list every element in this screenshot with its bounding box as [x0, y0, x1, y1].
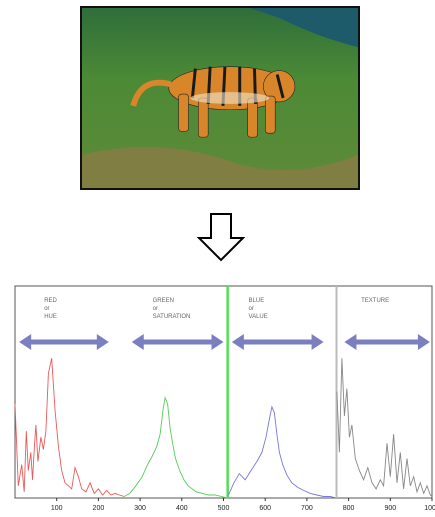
- region-label-4-line-1: TEXTURE: [361, 298, 389, 304]
- x-tick-label-9: 900: [384, 505, 396, 512]
- region-label-3-line-1: BLUE: [249, 298, 265, 304]
- plot-frame: [14, 285, 433, 499]
- x-tick-label-4: 400: [176, 505, 188, 512]
- region-label-2-line-2: or: [153, 306, 158, 312]
- range-arrow-left-head-3: [231, 334, 244, 350]
- range-arrow-right-head-2: [211, 334, 224, 350]
- range-arrow-left-head-1: [19, 334, 32, 350]
- region-label-1-line-1: RED: [44, 298, 57, 304]
- region-label-3-line-3: VALUE: [249, 314, 268, 320]
- range-arrow-right-head-4: [417, 334, 430, 350]
- series-line-3: [228, 405, 337, 499]
- region-label-1-line-2: or: [44, 306, 49, 312]
- range-arrow-left-head-4: [344, 334, 357, 350]
- region-label-2-line-3: SATURATION: [153, 314, 191, 320]
- tiger-photo: [80, 6, 360, 190]
- region-label-1-line-3: HUE: [44, 314, 57, 320]
- series-line-4: [336, 358, 433, 497]
- series-line-2: [124, 396, 228, 499]
- x-tick-label-10: 1000: [424, 505, 435, 512]
- down-arrow-icon: [196, 212, 246, 262]
- x-tick-label-5: 500: [218, 505, 230, 512]
- x-tick-label-6: 600: [259, 505, 271, 512]
- x-tick-label-7: 700: [301, 505, 313, 512]
- x-tick-label-3: 300: [134, 505, 146, 512]
- range-arrow-right-head-1: [96, 334, 109, 350]
- region-label-3-line-2: or: [249, 306, 254, 312]
- range-arrow-left-head-2: [131, 334, 144, 350]
- x-tick-label-8: 800: [343, 505, 355, 512]
- x-tick-label-2: 200: [93, 505, 105, 512]
- x-tick-label-1: 100: [51, 505, 63, 512]
- range-arrow-right-head-3: [311, 334, 324, 350]
- region-label-2-line-1: GREEN: [153, 298, 174, 304]
- series-line-1: [14, 358, 125, 497]
